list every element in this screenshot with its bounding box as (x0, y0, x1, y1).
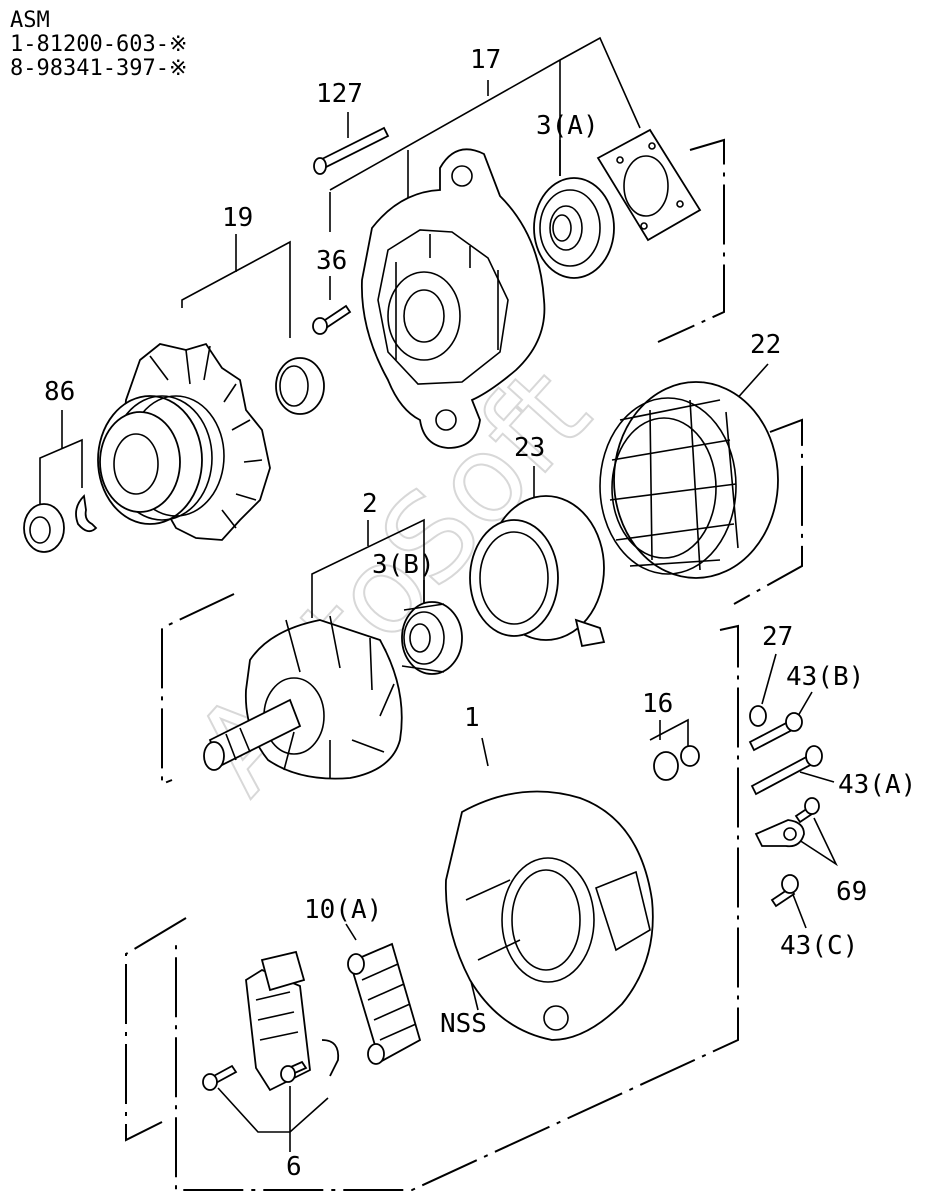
callout-19: 19 (222, 203, 253, 233)
rectifier-10a (347, 942, 422, 1065)
callout-43a: 43(A) (838, 770, 916, 800)
callout-127: 127 (316, 79, 363, 109)
bolt-43b (748, 712, 803, 752)
part-number-1: 1-81200-603-※ (10, 32, 187, 57)
front-housing-17 (360, 148, 546, 449)
callout-27: 27 (762, 622, 793, 652)
screw-6a (202, 1064, 238, 1091)
rotor-2 (203, 615, 403, 780)
callout-69: 69 (836, 877, 867, 907)
callout-36: 36 (316, 246, 347, 276)
nut-16 (653, 745, 700, 781)
bearing-3a (533, 177, 615, 279)
callout-23: 23 (514, 433, 545, 463)
bearing-retainer-plate (596, 128, 702, 242)
callout-10a: 10(A) (304, 895, 382, 925)
nut-27 (749, 705, 767, 727)
nut-86 (23, 503, 65, 553)
regulator-6 (245, 950, 340, 1092)
spacer-ring (275, 357, 325, 415)
bolt-43a (750, 745, 823, 796)
callout-nss: NSS (440, 1009, 487, 1039)
lock-washer (75, 494, 98, 533)
assembly-label: ASM (10, 8, 50, 33)
stator-22 (599, 381, 779, 579)
clamp-69 (754, 819, 805, 848)
callout-6: 6 (286, 1152, 302, 1182)
callout-3b: 3(B) (372, 550, 435, 580)
stator-ring-23 (469, 495, 606, 648)
pulley-fan-19 (97, 342, 271, 541)
callout-86: 86 (44, 377, 75, 407)
callout-43c: 43(C) (780, 931, 858, 961)
callout-1: 1 (464, 703, 480, 733)
callout-2: 2 (362, 489, 378, 519)
screw-36 (312, 304, 352, 335)
screw-69 (794, 797, 820, 824)
assembly-outlines (125, 138, 803, 1191)
callout-22: 22 (750, 330, 781, 360)
part-number-2: 8-98341-397-※ (10, 56, 187, 81)
bearing-3b (401, 601, 463, 675)
rear-housing-1 (444, 790, 654, 1041)
screw-43c (770, 874, 799, 908)
callout-16: 16 (642, 689, 673, 719)
callout-43b: 43(B) (786, 662, 864, 692)
callout-3a: 3(A) (536, 111, 599, 141)
screw-6b (280, 1060, 308, 1083)
bolt-127 (313, 126, 390, 175)
callout-17: 17 (470, 45, 501, 75)
leader-lines (39, 36, 838, 1152)
